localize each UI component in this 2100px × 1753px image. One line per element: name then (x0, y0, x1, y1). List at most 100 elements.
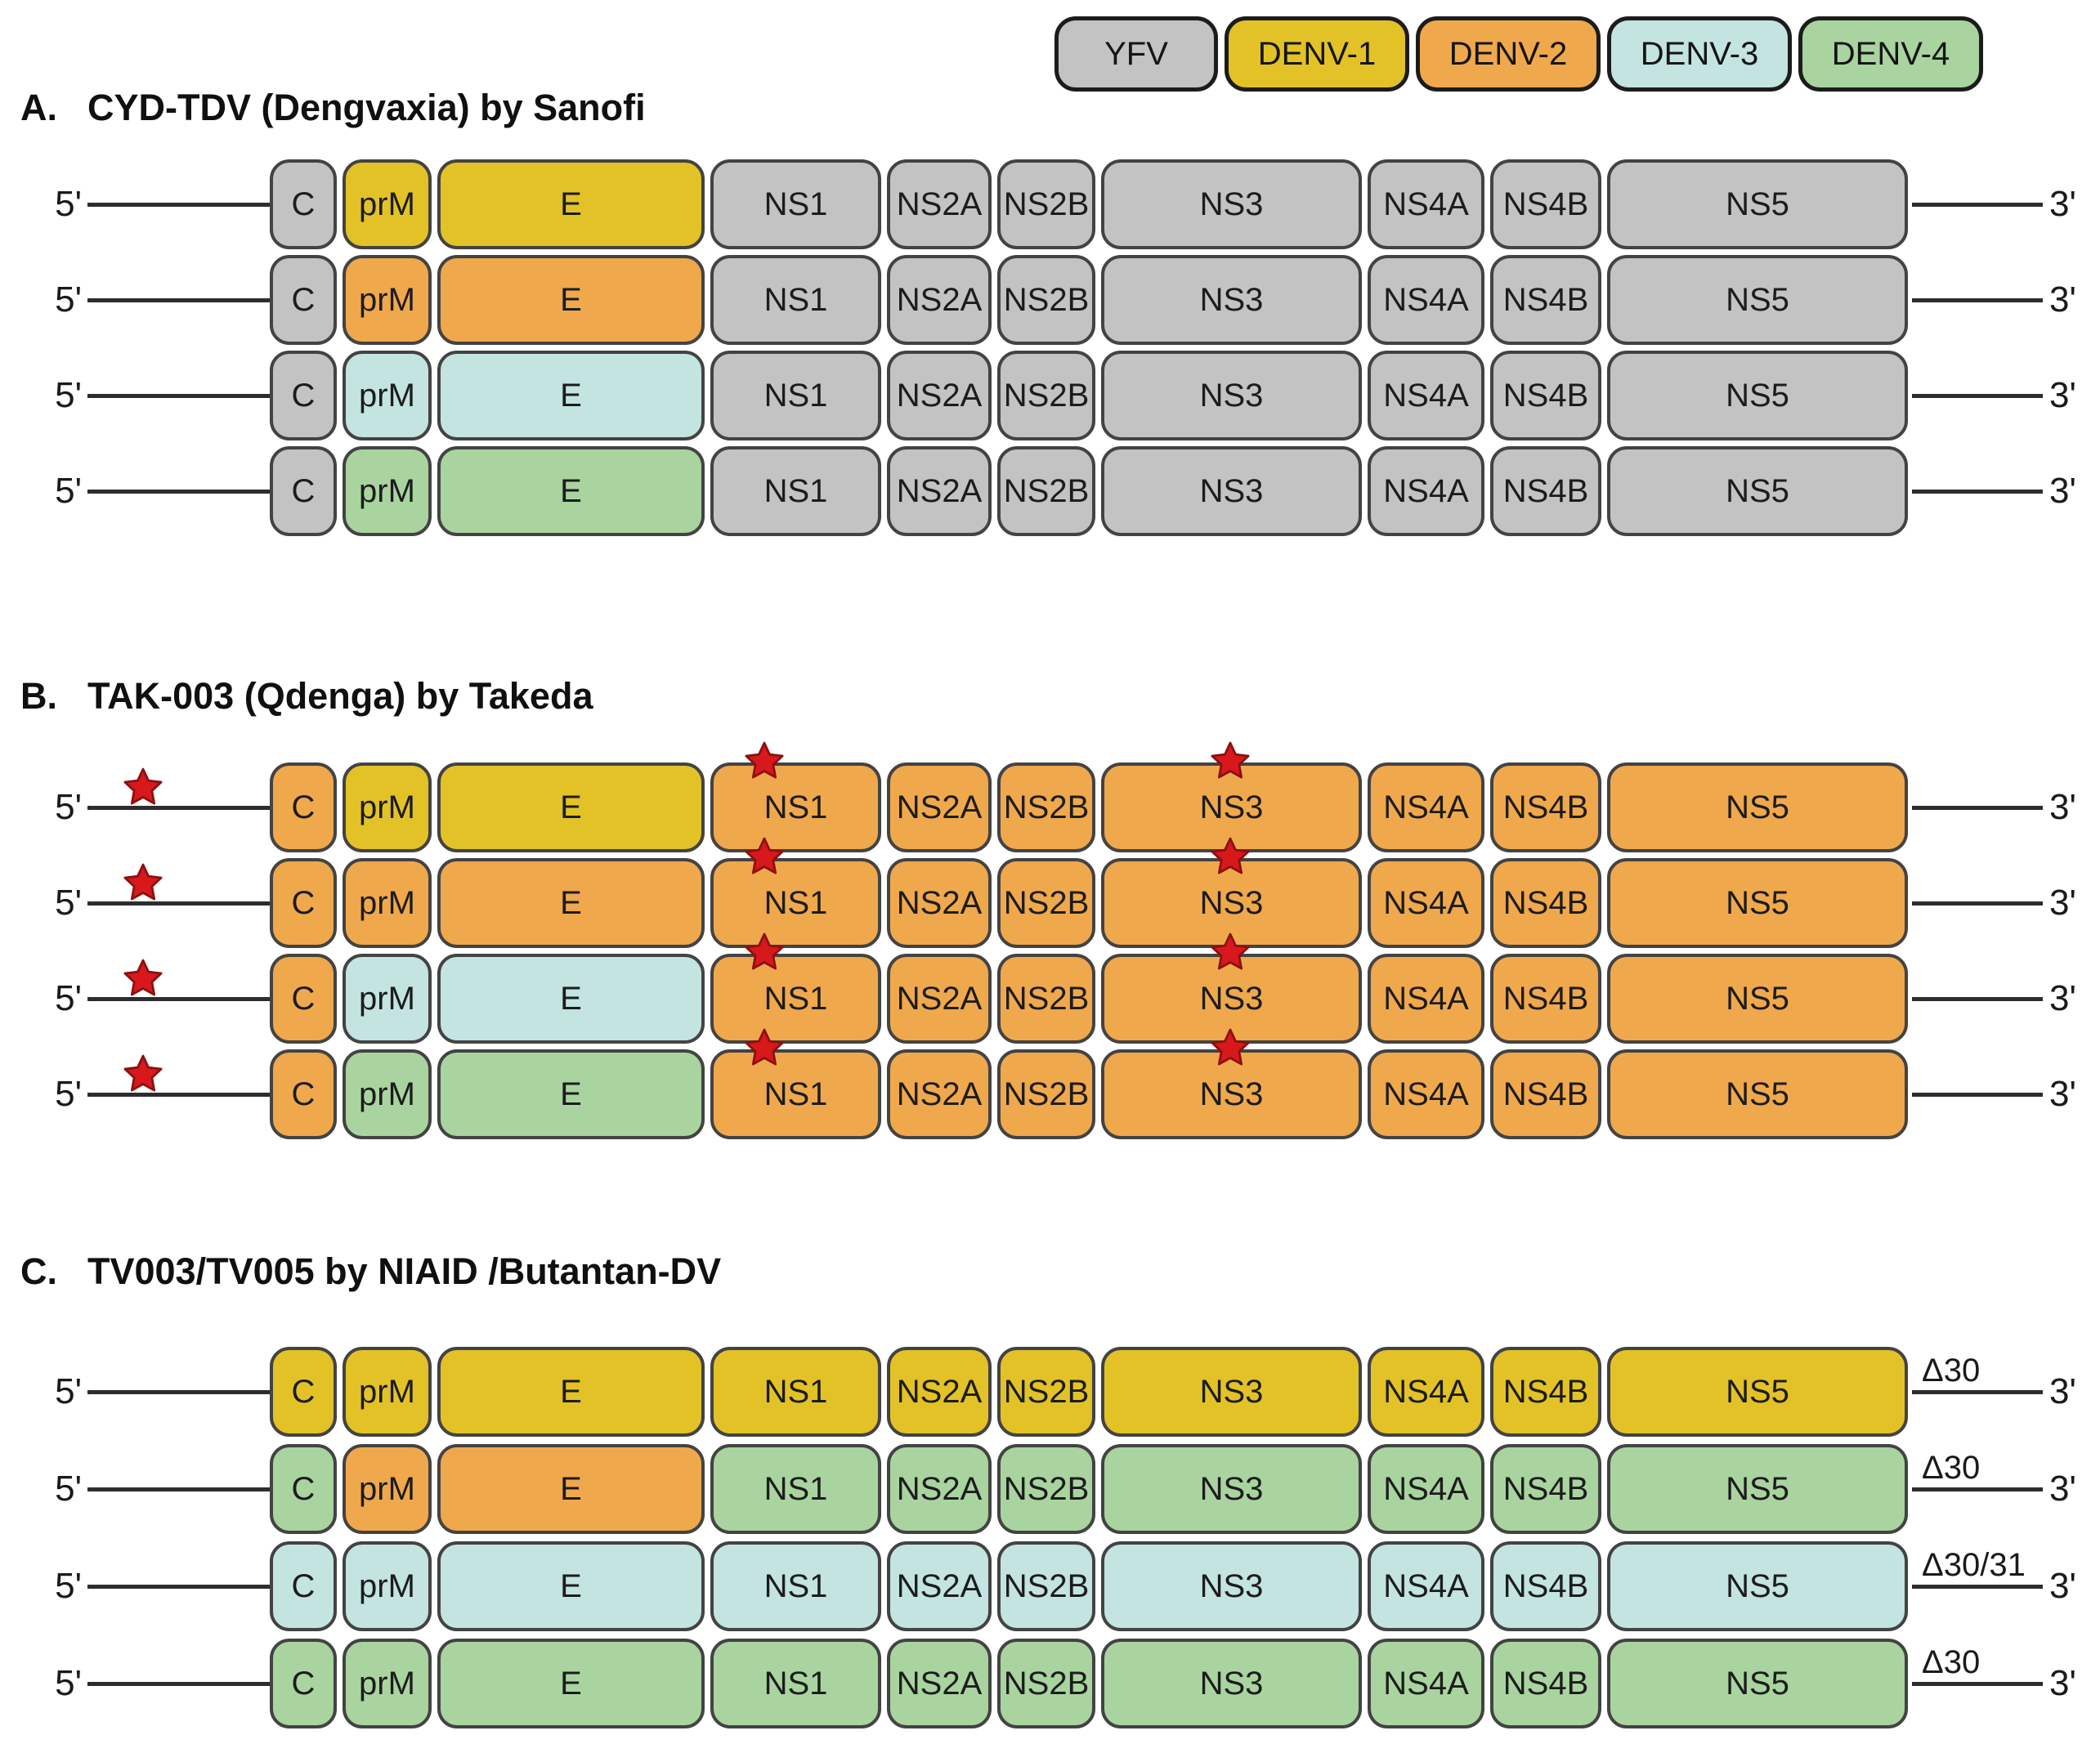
gene-box-NS1: NS1 (710, 954, 881, 1044)
three-prime-label: 3' (2049, 1566, 2076, 1606)
gene-box-NS2B: NS2B (997, 858, 1095, 948)
gene-box-NS2A: NS2A (887, 351, 992, 440)
three-prime-line: Δ30 (1912, 1353, 2043, 1394)
gene-box-NS4B: NS4B (1490, 1639, 1601, 1728)
gene-box-NS5: NS5 (1607, 1049, 1908, 1139)
five-prime-label: 5' (55, 1663, 82, 1703)
section-title-text: CYD-TDV (Dengvaxia) by Sanofi (87, 87, 646, 128)
section-label: A. (20, 87, 57, 128)
three-prime-label: 3' (2049, 978, 2076, 1018)
gene-box-NS1: NS1 (710, 762, 881, 852)
gene-box-NS2A: NS2A (887, 1639, 992, 1728)
star-icon (745, 837, 784, 874)
three-prime-line (1912, 297, 2043, 302)
three-prime-deletion-label: Δ30 (1922, 1643, 1981, 1680)
gene-box-NS3: NS3 (1101, 1347, 1362, 1437)
gene-box-NS3: NS3 (1101, 255, 1362, 345)
five-prime-label: 5' (55, 279, 82, 320)
gene-box-E: E (437, 954, 705, 1044)
gene-box-NS2B: NS2B (997, 1541, 1095, 1631)
three-prime-label: 3' (2049, 1074, 2076, 1114)
five-prime-label: 5' (55, 787, 82, 827)
mutation-star-NS1 (743, 932, 786, 973)
gene-box-NS3: NS3 (1101, 1444, 1362, 1534)
gene-box-NS2A: NS2A (887, 1049, 992, 1139)
star-icon (745, 1028, 784, 1066)
star-icon (1211, 837, 1250, 874)
gene-box-NS5: NS5 (1607, 1541, 1908, 1631)
gene-box-NS3: NS3 (1101, 1639, 1362, 1728)
gene-box-NS5: NS5 (1607, 954, 1908, 1044)
mutation-star-NS3 (1209, 932, 1251, 973)
gene-box-E: E (437, 1049, 705, 1139)
gene-box-C: C (270, 159, 337, 249)
gene-box-C: C (270, 858, 337, 948)
five-prime-line (87, 1092, 270, 1097)
gene-box-NS4B: NS4B (1490, 1347, 1601, 1437)
five-prime-line (87, 1487, 270, 1491)
gene-box-NS4A: NS4A (1368, 1541, 1484, 1631)
gene-box-NS4B: NS4B (1490, 1541, 1601, 1631)
three-prime-line (1912, 202, 2043, 207)
three-prime-label: 3' (2049, 375, 2076, 415)
three-prime-line (1912, 996, 2043, 1001)
gene-box-NS4B: NS4B (1490, 762, 1601, 852)
five-prime-label: 5' (55, 883, 82, 923)
five-prime-label: 5' (55, 1371, 82, 1411)
gene-box-C: C (270, 1541, 337, 1631)
gene-box-prM: prM (343, 858, 432, 948)
legend-item-label: DENV-4 (1831, 35, 1950, 72)
section-title-B: B. TAK-003 (Qdenga) by Takeda (20, 675, 593, 718)
gene-box-C: C (270, 1444, 337, 1534)
gene-box-NS1: NS1 (710, 1049, 881, 1139)
gene-box-E: E (437, 255, 705, 345)
gene-box-C: C (270, 954, 337, 1044)
legend-item-denv-1: DENV-1 (1225, 16, 1409, 92)
three-prime-line (1912, 805, 2043, 810)
section-label: B. (20, 675, 57, 717)
gene-box-NS2A: NS2A (887, 1541, 992, 1631)
gene-box-E: E (437, 351, 705, 440)
gene-box-E: E (437, 159, 705, 249)
section-title-text: TV003/TV005 by NIAID /Butantan-DV (87, 1250, 722, 1292)
mutation-star-NS3 (1209, 837, 1251, 878)
five-prime-line (87, 901, 270, 906)
gene-box-C: C (270, 1639, 337, 1728)
gene-box-NS4A: NS4A (1368, 446, 1484, 536)
five-prime-line (87, 1681, 270, 1686)
gene-box-NS4A: NS4A (1368, 858, 1484, 948)
gene-box-NS4B: NS4B (1490, 858, 1601, 948)
gene-box-NS1: NS1 (710, 159, 881, 249)
gene-box-NS1: NS1 (710, 255, 881, 345)
gene-box-prM: prM (343, 1347, 432, 1437)
gene-box-NS4B: NS4B (1490, 954, 1601, 1044)
gene-box-C: C (270, 1347, 337, 1437)
legend-item-label: YFV (1104, 35, 1168, 72)
three-prime-label: 3' (2049, 1663, 2076, 1703)
gene-box-NS2B: NS2B (997, 351, 1095, 440)
five-prime-label: 5' (55, 1566, 82, 1606)
gene-box-NS3: NS3 (1101, 159, 1362, 249)
section-title-text: TAK-003 (Qdenga) by Takeda (87, 675, 593, 717)
gene-box-NS4A: NS4A (1368, 351, 1484, 440)
gene-box-E: E (437, 1444, 705, 1534)
gene-box-NS5: NS5 (1607, 159, 1908, 249)
star-icon (745, 932, 784, 970)
gene-box-E: E (437, 446, 705, 536)
gene-box-NS5: NS5 (1607, 351, 1908, 440)
star-icon (123, 863, 163, 901)
mutation-star-five-prime-line (122, 1054, 164, 1095)
gene-box-NS2B: NS2B (997, 1639, 1095, 1728)
gene-box-NS4A: NS4A (1368, 159, 1484, 249)
gene-box-NS4A: NS4A (1368, 762, 1484, 852)
three-prime-line (1912, 901, 2043, 906)
three-prime-deletion-label: Δ30 (1922, 1352, 1981, 1389)
gene-box-NS2A: NS2A (887, 762, 992, 852)
star-icon (123, 767, 163, 805)
gene-box-NS4A: NS4A (1368, 1639, 1484, 1728)
